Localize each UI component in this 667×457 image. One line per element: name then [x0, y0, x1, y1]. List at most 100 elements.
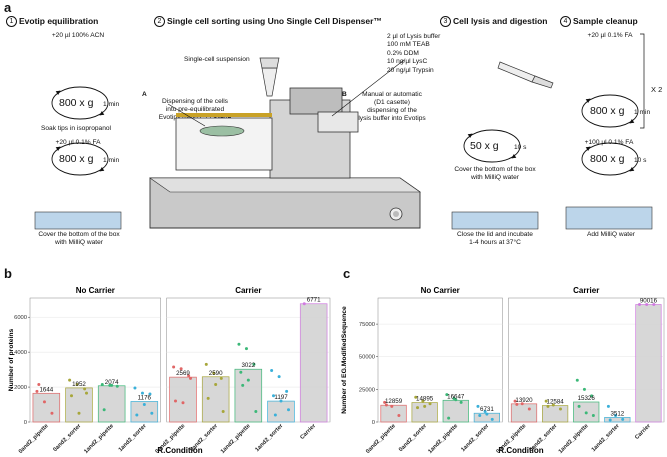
data-point: [606, 404, 610, 408]
step3-cfg: 50 x g: [470, 140, 499, 152]
bar-value-label: 16647: [447, 393, 465, 400]
facet-title: Carrier: [573, 286, 599, 295]
pipette-tip-step2: [259, 57, 280, 97]
y-axis-label: Number of EG.ModifiedSequence: [341, 306, 348, 414]
step2-b-line2: (D1 casette): [374, 99, 410, 106]
data-point: [590, 394, 594, 398]
data-point: [172, 365, 176, 369]
data-point: [212, 371, 216, 375]
x-tick-label: 0and2_pipette: [365, 423, 397, 455]
bar-value-label: 2569: [176, 370, 190, 377]
data-point: [277, 375, 281, 379]
data-point: [237, 342, 241, 346]
data-point: [148, 392, 152, 396]
x-tick-label: 1and2_sorter: [118, 423, 149, 454]
step3-number: 3: [440, 16, 451, 28]
y-tick-label: 0: [372, 420, 375, 426]
y-tick-label: 25000: [359, 387, 375, 393]
step1-reagent2: +20 µl 0.1% FA: [55, 139, 101, 146]
data-point: [416, 406, 420, 410]
data-point: [254, 410, 258, 414]
data-point: [445, 393, 449, 397]
step3-rotation: [463, 129, 521, 163]
data-point: [582, 387, 586, 391]
data-point: [77, 411, 81, 415]
data-point: [179, 367, 183, 371]
step3-cover-line1: Cover the bottom of the box: [454, 166, 536, 173]
step2-a-line3: Evotips using C1 casette: [158, 114, 232, 121]
bar-value-label: 1197: [274, 394, 288, 401]
step1-rotation1: [51, 86, 109, 120]
data-point: [447, 416, 451, 420]
data-point: [483, 410, 487, 414]
data-point: [273, 413, 277, 417]
step3-close-line1: Close the lid and incubate: [457, 231, 533, 238]
bar-value-label: 13920: [515, 397, 533, 404]
y-tick-label: 4000: [14, 350, 27, 356]
data-point: [252, 362, 256, 366]
bar: [267, 400, 295, 423]
step3-title-text: Cell lysis and digestion: [453, 16, 548, 26]
step4-rotation1: [581, 94, 639, 128]
bar-value-label: 90016: [640, 298, 658, 305]
bar-value-label: 1176: [138, 394, 152, 401]
step4-title-text: Sample cleanup: [573, 16, 638, 26]
bar: [65, 387, 93, 423]
data-point: [302, 302, 306, 306]
data-point: [638, 303, 642, 307]
x-tick-label: Carrier: [634, 423, 652, 441]
data-point: [110, 383, 114, 387]
data-point: [142, 403, 146, 407]
bar-value-label: 3512: [610, 410, 624, 417]
chart-c: Number of EG.ModifiedSequenceR.Condition…: [341, 286, 665, 455]
x-tick-label: 0and2_sorter: [529, 423, 560, 454]
data-point: [173, 399, 177, 403]
data-point: [645, 303, 649, 307]
data-point: [459, 400, 463, 404]
data-point: [204, 362, 208, 366]
step1-soak: Soak tips in isopropanol: [40, 125, 111, 132]
data-point: [239, 370, 243, 374]
step2-b-line4: lysis buffer into Evotips: [358, 115, 426, 122]
panel-letter-c: c: [343, 266, 351, 281]
data-point: [591, 413, 595, 417]
step1-number: 1: [6, 16, 17, 28]
bar-value-label: 1952: [72, 381, 86, 388]
bar-value-label: 12859: [385, 398, 403, 405]
x-tick-label: 0and2_sorter: [52, 423, 83, 454]
data-point: [37, 382, 41, 386]
step4-repeat: X 2: [651, 85, 663, 94]
data-point: [181, 401, 185, 405]
data-point: [384, 403, 388, 407]
bar: [97, 385, 126, 423]
data-point: [241, 383, 245, 387]
data-point: [219, 376, 223, 380]
x-tick-label: 1and2_sorter: [591, 423, 622, 454]
data-point: [652, 303, 656, 307]
bar-value-label: 14895: [416, 396, 434, 403]
data-point: [189, 376, 193, 380]
step4-rotation2: [581, 142, 639, 176]
data-point: [35, 389, 39, 393]
y-tick-label: 50000: [359, 355, 375, 361]
data-point: [575, 378, 579, 382]
x-axis-label: R.Condition: [157, 446, 202, 455]
data-point: [454, 398, 458, 402]
data-point: [421, 399, 425, 403]
step4-box2-water: [565, 185, 653, 230]
panel-letter-a: a: [4, 0, 12, 15]
repeat-bracket: [640, 33, 645, 129]
bar-value-label: 6731: [480, 406, 494, 413]
data-point: [285, 389, 289, 393]
data-point: [50, 411, 54, 415]
data-point: [621, 417, 625, 421]
data-point: [244, 347, 248, 351]
x-tick-label: 1and2_pipette: [558, 423, 590, 455]
bar: [169, 376, 197, 423]
step4-add: Add MilliQ water: [586, 231, 635, 238]
data-point: [135, 413, 139, 417]
